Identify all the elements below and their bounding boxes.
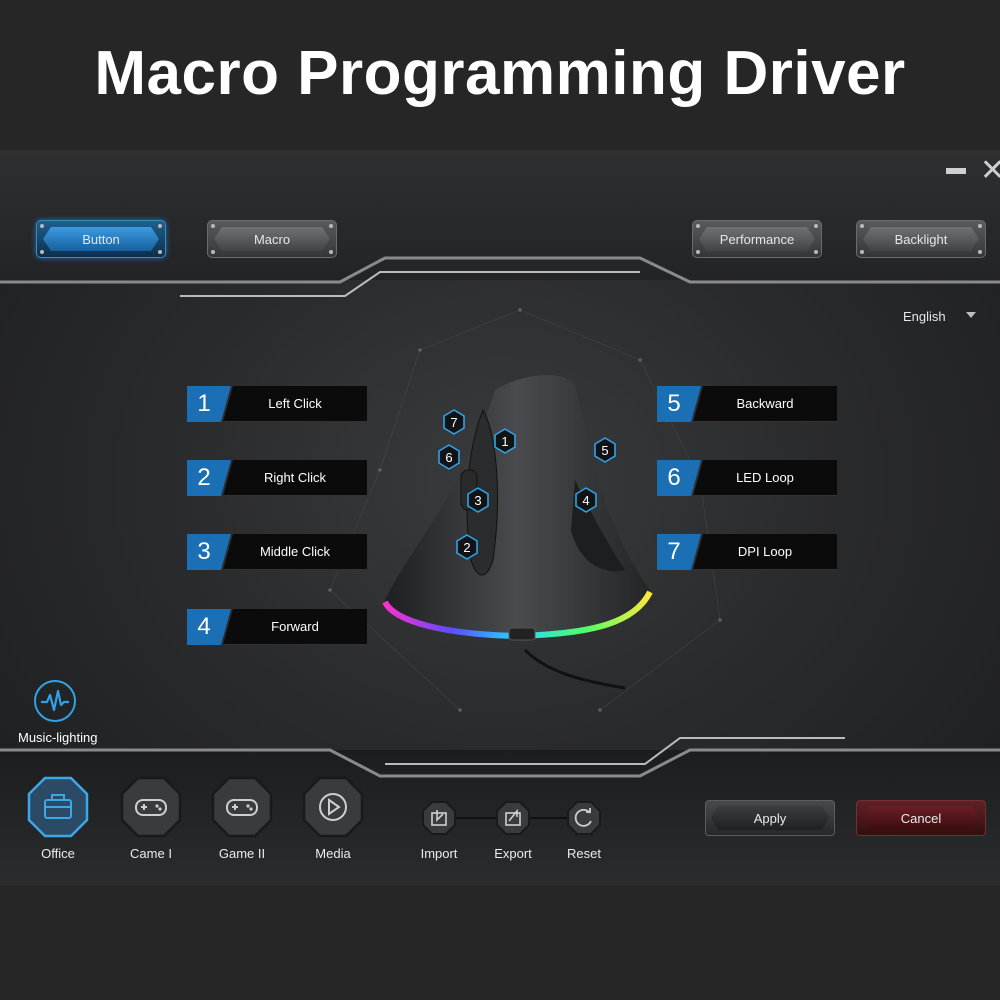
export-button[interactable] [495,800,531,836]
tab-button[interactable]: Button [36,220,166,258]
close-icon[interactable]: ✕ [980,153,1000,188]
import-icon [422,801,456,835]
key-number: 6 [657,460,701,496]
apply-label: Apply [753,810,787,826]
marker-1-label: 1 [501,434,508,449]
driver-window: ✕ Button Macro Performance Backlight Eng… [0,150,1000,886]
marker-2-label: 2 [463,540,470,555]
waveform-icon[interactable] [34,680,76,722]
import-label: Import [420,846,458,861]
minimize-icon[interactable] [946,168,966,174]
mode-media[interactable] [301,775,365,839]
tab-macro-label: Macro [253,231,291,247]
cancel-button[interactable]: Cancel [856,800,986,836]
key-number: 7 [657,534,701,570]
key-assignment-7[interactable]: 7 DPI Loop [657,534,837,570]
key-label[interactable]: Left Click [223,386,367,422]
tab-performance[interactable]: Performance [692,220,822,258]
key-assignment-5[interactable]: 5 Backward [657,386,837,422]
key-number: 3 [187,534,231,570]
key-label[interactable]: Right Click [223,460,367,496]
mode-game-1[interactable] [119,775,183,839]
reset-icon [567,801,601,835]
marker-2-icon [456,534,478,560]
marker-5-icon [594,437,616,463]
marker-3-icon [467,487,489,513]
mouse-illustration [382,374,653,690]
export-label: Export [494,846,532,861]
key-assignment-2[interactable]: 2 Right Click [187,460,367,496]
tab-macro[interactable]: Macro [207,220,337,258]
mode-game-1-label: Came I [130,846,172,861]
marker-4-label: 4 [582,493,589,508]
mode-game-2-label: Game II [218,846,266,861]
key-assignment-3[interactable]: 3 Middle Click [187,534,367,570]
chevron-down-icon[interactable] [966,312,976,318]
tab-performance-label: Performance [719,231,795,247]
mode-office[interactable] [26,775,90,839]
window-header [0,150,1000,280]
key-number: 4 [187,609,231,645]
music-lighting-label: Music-lighting [18,730,98,745]
cancel-label: Cancel [900,810,942,826]
key-label[interactable]: Middle Click [223,534,367,570]
marker-6-label: 6 [445,450,452,465]
key-number: 5 [657,386,701,422]
marker-4-icon [575,487,597,513]
key-label[interactable]: Backward [693,386,837,422]
key-assignment-6[interactable]: 6 LED Loop [657,460,837,496]
tab-backlight-label: Backlight [894,231,948,247]
gamepad-icon [120,776,182,838]
key-label[interactable]: DPI Loop [693,534,837,570]
marker-6-icon [438,444,460,470]
marker-7-label: 7 [450,415,457,430]
tab-button-label: Button [82,231,120,247]
briefcase-icon [27,776,89,838]
mode-media-label: Media [315,846,351,861]
key-number: 2 [187,460,231,496]
reset-label: Reset [567,846,601,861]
key-label[interactable]: LED Loop [693,460,837,496]
key-number: 1 [187,386,231,422]
marker-3-label: 3 [474,493,481,508]
marker-5-label: 5 [601,443,608,458]
tab-backlight[interactable]: Backlight [856,220,986,258]
play-icon [302,776,364,838]
reset-button[interactable] [566,800,602,836]
page-headline: Macro Programming Driver [94,39,906,108]
key-label[interactable]: Forward [223,609,367,645]
mode-game-2[interactable] [210,775,274,839]
language-select[interactable]: English [903,309,946,324]
marker-7-icon [443,409,465,435]
export-icon [496,801,530,835]
mode-office-label: Office [41,846,75,861]
key-assignment-1[interactable]: 1 Left Click [187,386,367,422]
import-button[interactable] [421,800,457,836]
key-assignment-4[interactable]: 4 Forward [187,609,367,645]
mouse-markers: 1 2 3 4 5 6 7 [438,409,616,560]
apply-button[interactable]: Apply [705,800,835,836]
gamepad-icon [211,776,273,838]
marker-1-icon [494,428,516,454]
